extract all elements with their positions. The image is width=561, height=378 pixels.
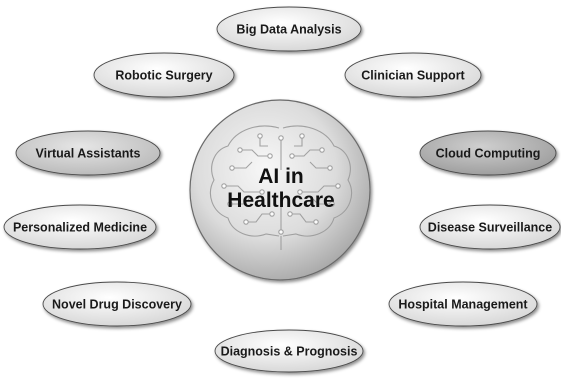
oval-label: Personalized Medicine bbox=[13, 221, 147, 235]
oval-big-data-analysis: Big Data Analysis bbox=[216, 6, 362, 52]
circuit-brain-icon bbox=[210, 125, 352, 250]
oval-label: Big Data Analysis bbox=[236, 23, 341, 37]
circuit-node bbox=[259, 189, 265, 195]
circuit-trace bbox=[290, 213, 316, 223]
oval-label: Virtual Assistants bbox=[36, 147, 141, 161]
oval-shape bbox=[42, 281, 192, 327]
circuit-node bbox=[319, 147, 325, 153]
oval-disease-surveillance: Disease Surveillance bbox=[419, 204, 561, 250]
circuit-node bbox=[229, 165, 235, 171]
circuit-node bbox=[335, 183, 341, 189]
circuit-node bbox=[257, 133, 263, 139]
center-title-line1: AI in bbox=[258, 165, 304, 188]
circuit-trace bbox=[300, 185, 338, 193]
oval-virtual-assistants: Virtual Assistants bbox=[15, 130, 161, 176]
oval-shape bbox=[344, 52, 482, 98]
circuit-trace bbox=[292, 149, 322, 157]
circuit-node bbox=[243, 219, 249, 225]
oval-label: Clinician Support bbox=[361, 69, 465, 83]
center-hub: AI in Healthcare bbox=[189, 99, 371, 281]
circuit-trace bbox=[232, 161, 253, 169]
circuit-node bbox=[313, 219, 319, 225]
oval-shape bbox=[419, 204, 561, 250]
brain-outline-left bbox=[210, 125, 280, 237]
circuit-node bbox=[278, 135, 284, 141]
circuit-trace bbox=[230, 197, 251, 205]
circuit-trace bbox=[240, 149, 270, 157]
oval-label: Diagnosis & Prognosis bbox=[221, 345, 358, 359]
oval-label: Cloud Computing bbox=[436, 147, 541, 161]
oval-shape bbox=[3, 204, 157, 250]
circuit-node bbox=[287, 211, 293, 217]
oval-clinician-support: Clinician Support bbox=[344, 52, 482, 98]
oval-label: Robotic Surgery bbox=[115, 69, 212, 83]
oval-shape bbox=[419, 130, 557, 176]
circuit-node bbox=[297, 189, 303, 195]
oval-shape bbox=[388, 281, 538, 327]
circuit-node bbox=[278, 229, 284, 235]
circuit-node bbox=[299, 133, 305, 139]
circuit-node bbox=[221, 183, 227, 189]
circuit-node bbox=[237, 147, 243, 153]
circuit-node bbox=[327, 165, 333, 171]
circuit-trace bbox=[294, 136, 303, 147]
oval-label: Novel Drug Discovery bbox=[52, 298, 182, 312]
oval-shape bbox=[15, 130, 161, 176]
circuit-node bbox=[329, 201, 335, 207]
oval-personalized-medicine: Personalized Medicine bbox=[3, 204, 157, 250]
circuit-trace bbox=[246, 213, 272, 223]
oval-label: Hospital Management bbox=[398, 298, 528, 312]
center-circle bbox=[189, 99, 371, 281]
circuit-trace bbox=[224, 185, 262, 193]
circuit-node bbox=[269, 211, 275, 217]
center-title-line2: Healthcare bbox=[227, 189, 334, 212]
oval-shape bbox=[93, 52, 235, 98]
circuit-trace bbox=[259, 136, 268, 147]
oval-shape bbox=[214, 329, 364, 373]
oval-diagnosis-prognosis: Diagnosis & Prognosis bbox=[214, 329, 364, 373]
oval-novel-drug-discovery: Novel Drug Discovery bbox=[42, 281, 192, 327]
circuit-node bbox=[227, 201, 233, 207]
oval-label: Disease Surveillance bbox=[428, 221, 552, 235]
circuit-trace bbox=[311, 197, 332, 205]
oval-cloud-computing: Cloud Computing bbox=[419, 130, 557, 176]
brain-outline-right bbox=[282, 125, 352, 237]
oval-hospital-management: Hospital Management bbox=[388, 281, 538, 327]
oval-robotic-surgery: Robotic Surgery bbox=[93, 52, 235, 98]
circuit-node bbox=[267, 153, 273, 159]
circuit-trace bbox=[309, 161, 330, 169]
circuit-node bbox=[289, 153, 295, 159]
oval-shape bbox=[216, 6, 362, 52]
